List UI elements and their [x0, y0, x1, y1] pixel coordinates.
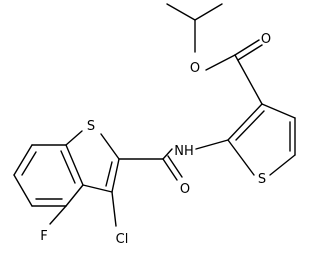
- bond-benzo-c7-c6-inner: [21, 151, 37, 176]
- bond-carbonyl-double-b: [237, 44, 263, 61]
- bond-bt-s-c7a: [65, 130, 83, 146]
- bond-c4-f: [49, 205, 67, 225]
- bond-methyl-left: [166, 3, 196, 21]
- bond-thio-c5-s: [269, 154, 296, 176]
- bond-bt-c3a-c3: [82, 184, 113, 193]
- atom-label-o-amide: O: [180, 182, 190, 197]
- bond-amide-co-a: [162, 158, 178, 181]
- atom-label-cl: Cl: [116, 232, 129, 247]
- bond-benzo-c4-c3a: [65, 184, 84, 207]
- bond-nh-amide-c: [162, 148, 173, 160]
- structure-diagram: O O S NH O S Cl F: [13, 3, 296, 247]
- bond-amide-co-b: [167, 155, 183, 178]
- bond-bt-c3-c2: [111, 158, 120, 193]
- bond-layer: [13, 3, 296, 227]
- atom-label-layer: O O S NH O S Cl F: [40, 32, 271, 247]
- atom-label-f: F: [40, 229, 47, 244]
- bond-thio-c2-c3: [227, 103, 263, 141]
- bond-benzo-c3a-c7a-inner: [60, 150, 76, 184]
- atom-label-o-ester-single: O: [190, 61, 200, 76]
- bond-thio-c2-c3-inner: [235, 110, 265, 141]
- bond-benzo-c7-c6: [13, 144, 33, 176]
- atom-label-s-thiophene: S: [258, 172, 266, 187]
- bond-c3-cl: [111, 191, 117, 227]
- bond-ester-thiophene: [234, 54, 263, 105]
- bond-bt-c2-s: [100, 133, 120, 160]
- bond-benzo-c6-c5: [13, 174, 33, 207]
- bond-c2-nh: [195, 139, 229, 150]
- bond-thio-s-c2: [227, 139, 255, 176]
- atom-label-s-benzothiophene: S: [87, 119, 95, 134]
- bond-thio-c3-c4: [261, 103, 296, 119]
- molecule-structure: O O S NH O S Cl F: [13, 3, 296, 247]
- atom-label-o-ester-double: O: [261, 32, 271, 47]
- atom-label-nh: NH: [174, 144, 194, 159]
- bond-bt-c3-c2-inner: [105, 161, 113, 187]
- bond-methyl-right: [194, 3, 223, 21]
- bond-o-ester-carbon: [205, 54, 236, 71]
- bond-carbonyl-double-a: [234, 39, 260, 56]
- bond-bt-c7a-c3a: [65, 144, 84, 186]
